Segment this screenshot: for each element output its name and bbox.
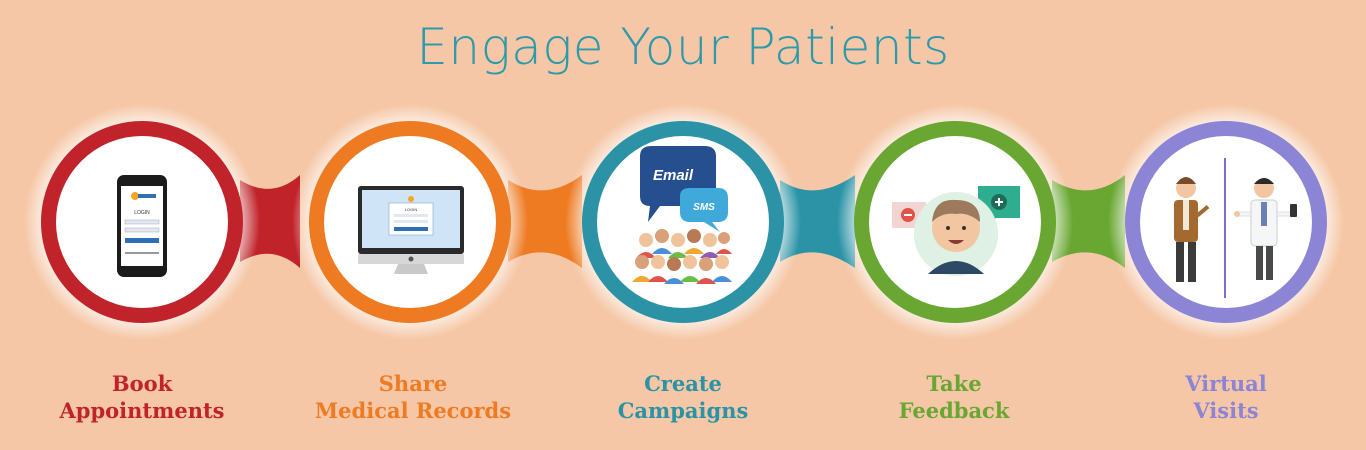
step-circle-virtual-visits	[1125, 121, 1327, 323]
step-label-line2: Medical Records	[314, 398, 512, 423]
step-label-line2: Visits	[1193, 398, 1259, 423]
step-label-line2: Campaigns	[617, 398, 749, 423]
page-title: Engage Your Patients	[416, 18, 950, 76]
svg-text:LOGIN: LOGIN	[405, 207, 418, 212]
step-label-line2: Feedback	[898, 398, 1010, 423]
mobile-phone-icon: LOGIN	[117, 175, 167, 277]
step-label-book-appointments: Book Appointments	[12, 370, 272, 424]
svg-text:Email: Email	[653, 167, 694, 184]
step-label-virtual-visits: Virtual Visits	[1096, 370, 1356, 424]
connector-orange	[508, 175, 582, 268]
doctor-patient-icon	[1174, 158, 1297, 298]
svg-text:SMS: SMS	[693, 202, 715, 213]
step-label-line1: Book	[111, 371, 173, 396]
step-circle-create-campaigns: Email SMS	[582, 121, 784, 323]
step-label-line1: Take	[926, 371, 982, 396]
step-label-line1: Virtual	[1185, 371, 1267, 396]
step-circle-share-medical-records: LOGIN	[309, 121, 511, 323]
step-label-line1: Create	[644, 371, 722, 396]
step-label-line2: Appointments	[59, 398, 225, 423]
svg-text:LOGIN: LOGIN	[134, 210, 150, 216]
step-label-line1: Share	[378, 371, 448, 396]
step-label-create-campaigns: Create Campaigns	[553, 370, 813, 424]
step-circle-book-appointments: LOGIN	[41, 121, 243, 323]
email-sms-crowd-icon: Email SMS	[632, 146, 732, 284]
desktop-computer-icon: LOGIN	[358, 186, 464, 274]
feedback-person-icon	[892, 186, 1020, 276]
step-label-share-medical-records: Share Medical Records	[283, 370, 543, 424]
step-label-take-feedback: Take Feedback	[824, 370, 1084, 424]
step-circle-take-feedback	[854, 121, 1056, 323]
crowd-illustration	[632, 229, 732, 284]
